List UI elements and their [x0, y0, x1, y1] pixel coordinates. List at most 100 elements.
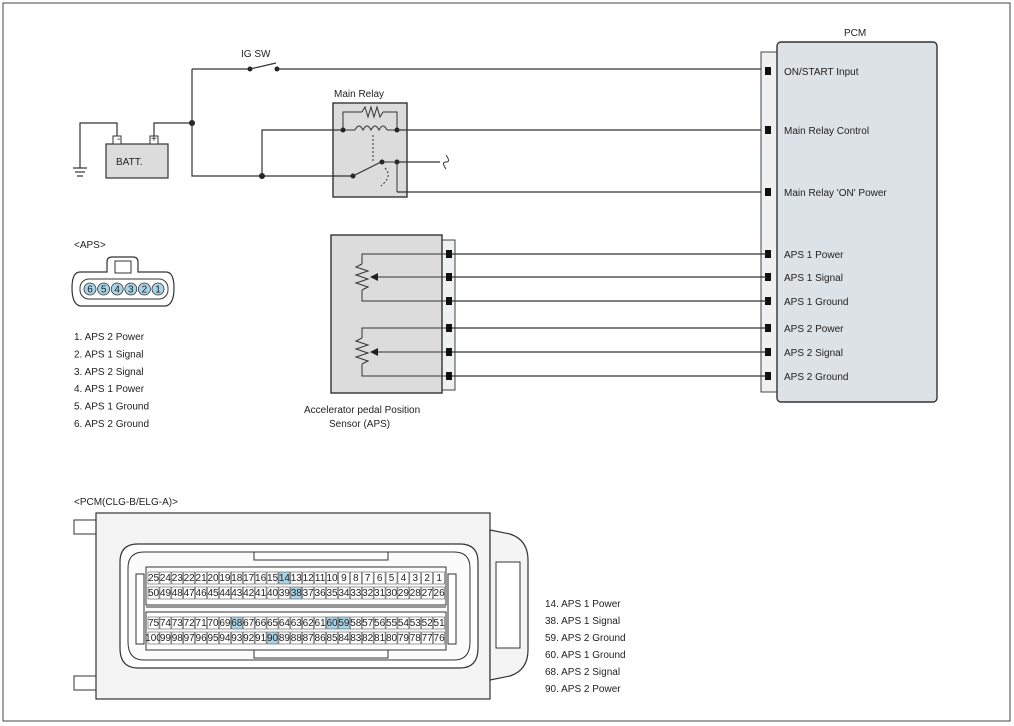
pcm-face-pin	[290, 631, 303, 645]
aps-face-pin-number: 3	[128, 285, 134, 296]
aps-sensor-label-line2: Sensor (APS)	[329, 419, 390, 430]
pcm-face-pin-number: 82	[362, 633, 374, 644]
pcm-pin-label: APS 1 Ground	[784, 297, 848, 308]
pcm-face-pin-number: 66	[255, 618, 267, 629]
pcm-face-pin-number: 65	[267, 618, 279, 629]
pcm-face-pin-number: 31	[374, 588, 386, 599]
pcm-face-pin	[219, 631, 231, 645]
pcm-face-pin	[195, 631, 207, 645]
pcm-face-pin-number: 30	[386, 588, 398, 599]
pcm-face-pin-number: 1	[436, 573, 442, 584]
pcm-face-pin-number: 52	[422, 618, 434, 629]
pcm-face-pin	[219, 616, 231, 630]
pcm-face-pin	[302, 631, 315, 645]
aps-face-pin	[97, 282, 110, 296]
pcm-face-pin	[266, 586, 279, 600]
pcm-face-pin-number: 18	[231, 573, 243, 584]
pcm-face-pin-number: 51	[434, 618, 446, 629]
pcm-face-pin	[314, 616, 326, 630]
pcm-face-pin	[361, 631, 374, 645]
pcm-face-pin-number: 41	[255, 588, 267, 599]
battery-positive-wire	[153, 122, 192, 136]
pcm-face-pin-number: 77	[422, 633, 434, 644]
pcm-terminal	[765, 324, 771, 332]
pcm-face-pin-number: 20	[207, 573, 219, 584]
pcm-face-pin	[278, 616, 291, 630]
pcm-face-pin	[409, 616, 422, 630]
pcm-face-pin-number: 95	[207, 633, 219, 644]
pcm-face-pin-number: 29	[398, 588, 410, 599]
pcm-pin-list-item: 60. APS 1 Ground	[545, 650, 626, 661]
pcm-face-pin-number: 40	[267, 588, 279, 599]
pcm-face-pin-number: 73	[172, 618, 184, 629]
pcm-face-pin	[433, 616, 445, 630]
pcm-face-pin	[302, 571, 315, 585]
pcm-face-pin	[373, 571, 386, 585]
pcm-face-pin-number: 44	[219, 588, 231, 599]
pcm-face-pin	[195, 586, 207, 600]
pcm-face-pin	[278, 631, 291, 645]
pcm-face-pin-number: 15	[267, 573, 279, 584]
pcm-face-pin-number: 8	[353, 573, 359, 584]
pcm-face-pin-number: 37	[303, 588, 315, 599]
pcm-face-pin	[338, 571, 350, 585]
pcm-face-pin-number: 61	[315, 618, 327, 629]
pcm-face-pin-number: 42	[243, 588, 255, 599]
aps-terminal	[446, 297, 452, 305]
pcm-face-pin-number: 84	[338, 633, 350, 644]
pcm-connector-title: <PCM(CLG-B/ELG-A)>	[74, 497, 178, 508]
pcm-face-pin-number: 88	[291, 633, 303, 644]
pcm-module: PCM	[760, 28, 938, 403]
pcm-face-pin	[231, 616, 243, 630]
pcm-face-pin	[171, 616, 184, 630]
pcm-face-pin-number: 67	[243, 618, 255, 629]
pcm-pin-label: Main Relay Control	[784, 126, 869, 137]
pcm-face-pin-number: 55	[386, 618, 398, 629]
pcm-face-pin-number: 96	[196, 633, 208, 644]
pcm-face-pin	[159, 631, 172, 645]
pcm-face-pin-number: 2	[424, 573, 430, 584]
aps-face-pin-number: 6	[87, 285, 93, 296]
ig-sw-label: IG SW	[241, 49, 271, 60]
pcm-terminal	[765, 126, 771, 134]
pcm-face-pin	[147, 586, 160, 600]
pcm-pin-label: ON/START Input	[784, 67, 859, 78]
pcm-face-pin	[361, 586, 374, 600]
pcm-face-pin	[373, 616, 386, 630]
pcm-face-pin-number: 38	[291, 588, 303, 599]
pcm-face-pin-number: 100	[145, 633, 162, 644]
pcm-face-pin-number: 32	[362, 588, 374, 599]
pcm-face-pin	[183, 571, 195, 585]
pcm-face-pin	[159, 571, 172, 585]
pcm-face-pin	[207, 616, 219, 630]
pcm-face-pin-number: 76	[434, 633, 446, 644]
pcm-face-pin-number: 14	[279, 573, 291, 584]
pcm-face-pin-number: 13	[291, 573, 303, 584]
pcm-face-pin	[254, 616, 267, 630]
pcm-face-pin	[171, 586, 184, 600]
pcm-terminal	[765, 348, 771, 356]
aps-face-pin	[110, 282, 124, 296]
pcm-face-pin-number: 63	[291, 618, 303, 629]
aps-connector-title: <APS>	[74, 240, 106, 251]
pcm-face-pin-number: 27	[422, 588, 434, 599]
pcm-face-pin-number: 85	[326, 633, 338, 644]
pcm-face-pin	[207, 571, 219, 585]
pcm-face-pin	[242, 571, 255, 585]
pcm-face-pin-number: 56	[374, 618, 386, 629]
pcm-face-pin	[195, 571, 207, 585]
pcm-terminal	[765, 188, 771, 196]
pcm-face-pin-number: 33	[350, 588, 362, 599]
pcm-face-pin	[385, 586, 398, 600]
aps-terminal	[446, 273, 452, 281]
aps-face-pin	[124, 282, 138, 296]
pcm-face-pin-number: 3	[413, 573, 419, 584]
pcm-face-pin-number: 78	[410, 633, 422, 644]
pcm-pin-label: APS 1 Signal	[784, 273, 843, 284]
pcm-pin-label: APS 1 Power	[784, 250, 844, 261]
pcm-face-pin	[159, 616, 172, 630]
aps-face-pin-number: 5	[101, 285, 107, 296]
